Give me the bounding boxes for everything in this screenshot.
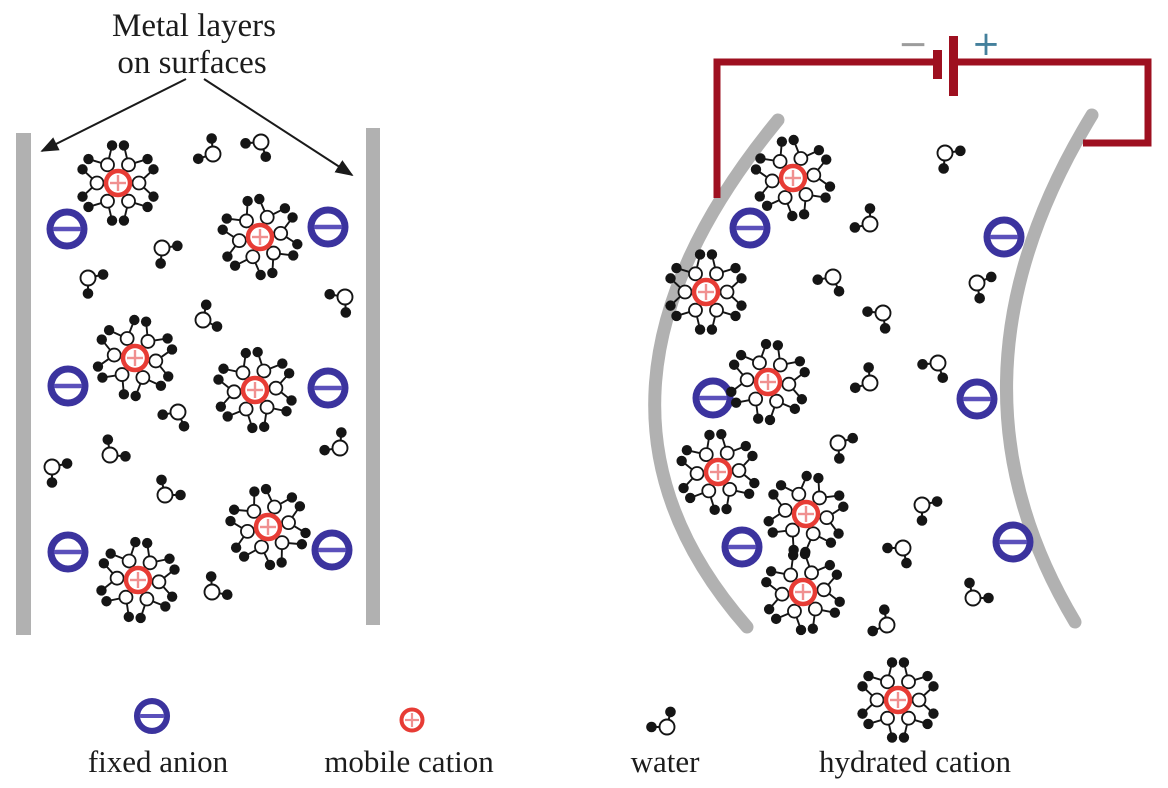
water-molecule [968,271,997,304]
circuit-wire-negative [713,58,935,198]
fixed-anion [46,208,88,250]
fixed-anion [992,521,1034,563]
hydrated-cation [217,193,303,281]
legend-icons [133,657,939,743]
legend: fixed anion mobile cation water hydrated… [88,657,1011,779]
legend-icon-mobile-cation [399,707,425,733]
left-panel-flat-membrane: Metal layers on surfaces [16,8,380,635]
water-molecule [882,539,912,569]
hydrated-cation [92,314,178,402]
water-molecule [964,577,994,607]
battery-plus-sign: + [972,24,1001,64]
legend-icon-hydrated-cation [857,657,939,743]
legend-icon-fixed-anion [133,697,171,735]
fixed-anion [47,531,89,573]
legend-label-mobile-cation: mobile cation [324,744,494,779]
water-molecule [240,133,272,163]
water-molecule [156,474,186,504]
fixed-anion [956,378,998,420]
battery-positive-plate [949,36,958,96]
fixed-anion [729,207,771,249]
water-molecule [157,403,190,432]
hydrated-cation [213,346,297,434]
water-molecule [101,434,131,464]
water-molecule [913,496,943,526]
hydrated-cation [96,536,180,624]
fixed-anion [47,365,89,407]
pointer-arrow-left [40,78,187,152]
water-molecule [79,269,109,299]
water-molecule [153,239,183,269]
water-molecule [203,571,233,601]
water-molecule [849,203,879,233]
water-molecule [324,288,354,318]
fixed-anion [307,206,349,248]
hydrated-cation [665,249,747,335]
fixed-anion [307,367,349,409]
legend-label-fixed-anion: fixed anion [88,744,229,779]
fixed-anion [983,216,1025,258]
fixed-anion [692,377,734,419]
bent-electrode-left-arc [648,113,785,634]
pointer-arrow-right [203,78,354,176]
water-molecule [829,432,859,464]
water-molecule [867,604,896,637]
water-molecule [862,304,892,334]
water-molecule [812,268,845,297]
circuit-wire-positive [957,58,1152,147]
legend-label-water: water [631,744,701,779]
metal-layers-label-line2: on surfaces [117,45,266,81]
metal-layer-left-bar [16,133,31,635]
metal-layer-right-bar [366,128,380,625]
hydrated-cation [77,140,159,226]
legend-label-hydrated-cation: hydrated cation [819,744,1011,779]
legend-icon-water [646,706,676,736]
hydrated-cation [225,483,311,571]
right-membrane-molecules [665,134,1034,637]
fixed-anion [721,526,763,568]
hydrated-cation [726,338,810,426]
right-panel-bent-membrane: − + [648,24,1152,634]
water-molecule [319,427,349,457]
water-molecule [936,144,966,174]
hydrated-cation [761,548,845,636]
water-molecule [849,362,879,394]
bent-electrode-right-arc [1000,108,1099,629]
battery-minus-sign: − [898,24,928,65]
metal-layers-label-line1: Metal layers [112,8,276,44]
fixed-anion [311,529,353,571]
hydrated-cation [763,470,849,558]
battery-negative-plate [933,50,942,79]
hydrated-cation [676,428,760,516]
water-molecule [917,354,949,384]
water-molecule [194,299,223,332]
water-molecule [43,458,73,488]
left-membrane-molecules [43,133,354,624]
hydrated-cation [750,134,836,222]
water-molecule [192,133,222,165]
